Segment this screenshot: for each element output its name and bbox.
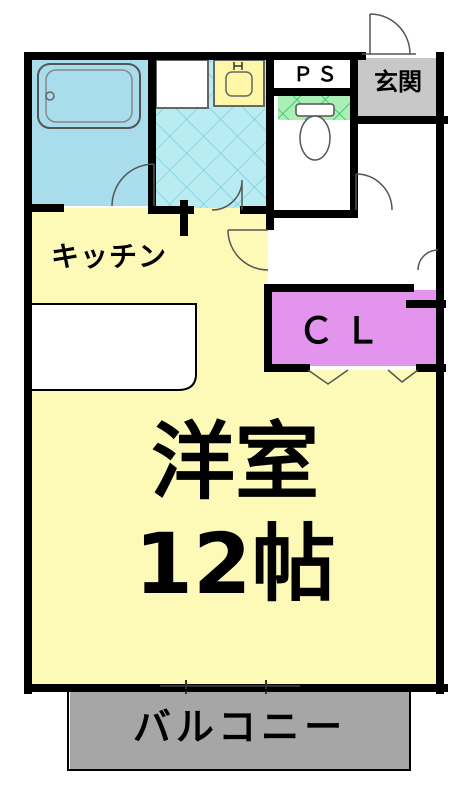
toilet-door (355, 173, 393, 211)
washbasin (213, 59, 265, 107)
closet-doors (307, 369, 419, 385)
western-room-floor (30, 370, 442, 686)
entrance-door (362, 13, 416, 55)
bath-floor (30, 58, 150, 206)
ps-floor (280, 58, 352, 88)
kitchen-counter (32, 303, 197, 391)
genkan-step (417, 249, 439, 271)
toilet-bowl (299, 115, 331, 161)
toilet-tank (295, 103, 335, 117)
room-size-label: 12帖 (134, 515, 336, 613)
balcony-floor (70, 692, 410, 770)
washroom-door (211, 179, 243, 211)
doors (111, 13, 439, 385)
ps-label: ＰＳ (293, 62, 341, 86)
bathtub (37, 63, 141, 129)
bath-door (111, 163, 155, 207)
hall-door (227, 229, 269, 271)
genkan-label: 玄関 (374, 68, 422, 96)
balcony-label: バルコニー (132, 705, 348, 749)
kitchen-label: キッチン (50, 240, 167, 273)
balcony-outline (67, 689, 411, 771)
balcony-window (160, 680, 300, 694)
genkan-floor (356, 58, 440, 120)
faucet-icon (233, 62, 243, 70)
washbasin-bowl (225, 71, 253, 97)
walls (24, 52, 448, 694)
bath-drain (45, 91, 55, 101)
western-room-label: 洋室 (150, 413, 319, 511)
closet-label: ＣＬ (297, 311, 390, 352)
washing-machine-pan (155, 59, 209, 109)
closet-wall-top (264, 284, 446, 308)
